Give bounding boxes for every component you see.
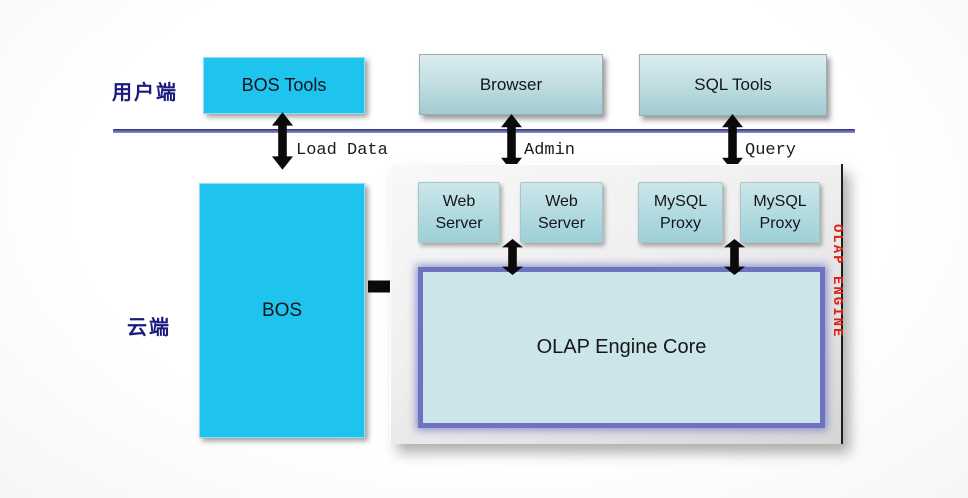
web-olap-arrow-icon <box>501 239 524 275</box>
query-arrow-icon <box>721 114 744 171</box>
proxy-olap-arrow-icon <box>723 239 746 275</box>
mysql-proxy-2-label: MySQL Proxy <box>753 192 807 232</box>
web-server-2-node: Web Server <box>520 182 603 243</box>
olap-engine-core-label: OLAP Engine Core <box>536 336 707 358</box>
sql-tools-node: SQL Tools <box>639 54 827 116</box>
mysql-proxy-1-node: MySQL Proxy <box>638 182 723 243</box>
query-label: Query <box>745 141 797 160</box>
sql-tools-label: SQL Tools <box>694 75 772 94</box>
browser-label: Browser <box>479 74 543 94</box>
bos-node: BOS <box>199 183 365 438</box>
bos-tools-label: BOS Tools <box>241 75 327 95</box>
bos-label: BOS <box>261 299 303 321</box>
web-server-2-label: Web Server <box>537 192 586 232</box>
user-side-zone-label: 用户端 <box>112 80 178 104</box>
load-data-arrow-icon <box>271 112 294 170</box>
mysql-proxy-2-node: MySQL Proxy <box>740 182 820 243</box>
admin-arrow-icon <box>500 114 523 171</box>
admin-label: Admin <box>524 141 576 160</box>
web-server-1-label: Web Server <box>435 192 483 232</box>
olap-engine-vertical-label: OLAP ENGINE <box>829 224 845 339</box>
cloud-side-zone-label: 云端 <box>127 315 171 339</box>
bos-tools-node: BOS Tools <box>203 57 365 114</box>
web-server-1-node: Web Server <box>418 182 500 243</box>
olap-engine-container: Web Server Web Server MySQL Proxy MySQL … <box>390 164 843 444</box>
client-cloud-divider <box>113 129 855 133</box>
olap-engine-core-node: OLAP Engine Core <box>418 267 825 428</box>
load-data-label: Load Data <box>296 141 388 160</box>
browser-node: Browser <box>419 54 603 115</box>
mysql-proxy-1-label: MySQL Proxy <box>653 192 708 232</box>
